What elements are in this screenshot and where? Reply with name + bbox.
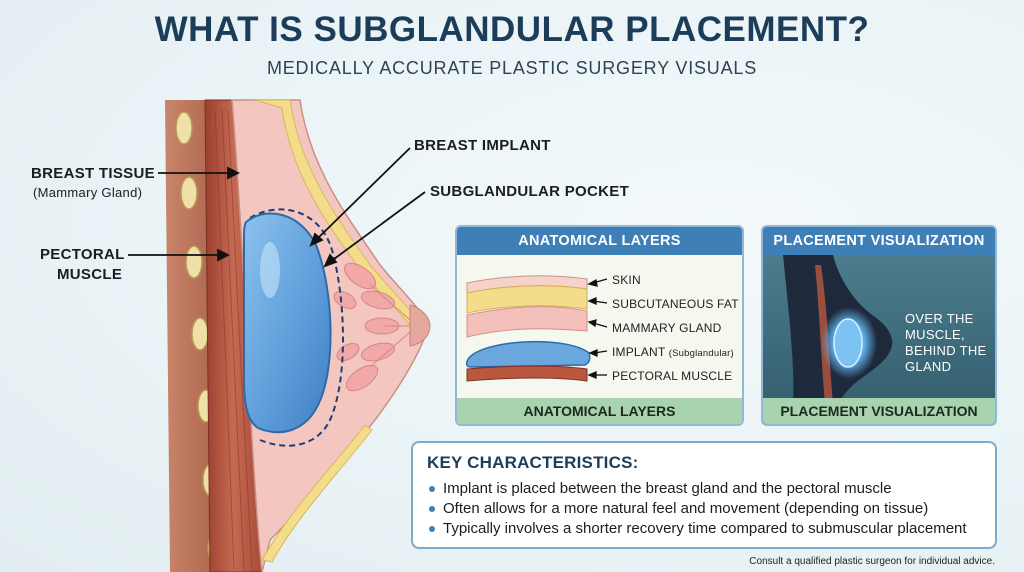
placement-visualization-panel: PLACEMENT VISUALIZATION OVER THE MUSCLE,…: [761, 225, 997, 426]
layer-label-fat: SUBCUTANEOUS FAT: [612, 297, 739, 311]
layer-label-gland: MAMMARY GLAND: [612, 321, 722, 335]
placement-visualization-header: PLACEMENT VISUALIZATION: [763, 227, 995, 255]
subglandular-pocket-outline: [249, 208, 344, 447]
nipple: [409, 304, 431, 347]
anatomical-layers-panel: ANATOMICAL LAYERS SKIN SUBCUTANEOUS FAT …: [455, 225, 744, 426]
subglandular-pocket-label: SUBGLANDULAR POCKET: [430, 183, 630, 200]
key-characteristics-box: KEY CHARACTERISTICS: Implant is placed b…: [411, 441, 997, 549]
placement-visualization-caption: OVER THE MUSCLE, BEHIND THE GLAND: [905, 311, 987, 374]
disclaimer: Consult a qualified plastic surgeon for …: [749, 556, 995, 567]
breast-implant: [243, 212, 332, 434]
pectoral-muscle-label-line1: PECTORAL: [40, 246, 125, 263]
layer-label-skin: SKIN: [612, 273, 641, 287]
layer-label-muscle: PECTORAL MUSCLE: [612, 369, 733, 383]
placement-visualization-footer: PLACEMENT VISUALIZATION: [763, 398, 995, 424]
placement-visualization-image: [763, 255, 995, 405]
breast-implant-label: BREAST IMPLANT: [414, 137, 551, 154]
anatomical-layers-header: ANATOMICAL LAYERS: [457, 227, 742, 255]
pectoral-muscle-label-line2: MUSCLE: [57, 266, 123, 283]
breast-tissue-sublabel: (Mammary Gland): [33, 185, 143, 200]
key-item: Often allows for a more natural feel and…: [427, 499, 981, 519]
layers-illustration: [465, 275, 608, 382]
key-item: Typically involves a shorter recovery ti…: [427, 519, 981, 539]
page-title: WHAT IS SUBGLANDULAR PLACEMENT?: [154, 10, 870, 49]
key-item: Implant is placed between the breast gla…: [427, 479, 981, 499]
page-subtitle: MEDICALLY ACCURATE PLASTIC SURGERY VISUA…: [266, 58, 758, 78]
breast-tissue-label: BREAST TISSUE: [31, 165, 155, 182]
key-characteristics-title: KEY CHARACTERISTICS:: [427, 453, 639, 472]
anatomical-layers-footer: ANATOMICAL LAYERS: [457, 398, 742, 424]
layer-label-implant: IMPLANT (Subglandular): [612, 345, 734, 359]
mammary-gland-lobules: [333, 262, 400, 392]
